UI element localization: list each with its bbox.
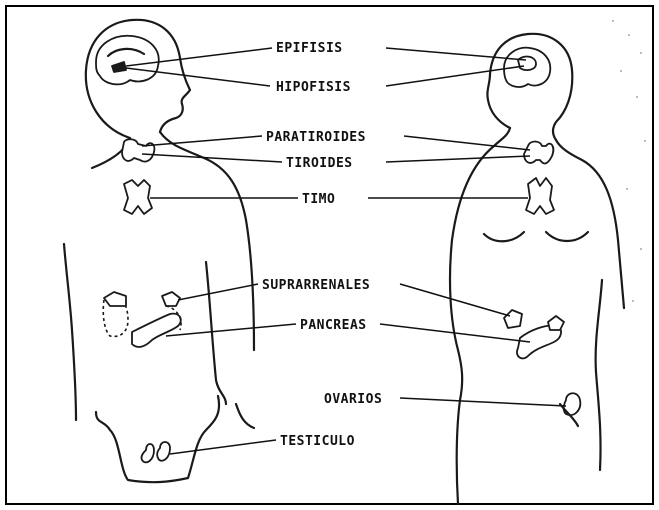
- female-adrenal-right: [548, 316, 564, 330]
- female-waist: [596, 280, 602, 470]
- male-inner-arm: [206, 262, 226, 404]
- male-thyroid: [122, 139, 154, 161]
- leader-testiculo: [170, 440, 276, 454]
- female-breast-left: [484, 232, 524, 241]
- label-testiculo: TESTICULO: [280, 434, 355, 449]
- male-groin: [96, 396, 219, 482]
- male-adrenal-right: [162, 292, 180, 306]
- label-paratiroides: PARATIROIDES: [266, 130, 366, 145]
- female-breast-right: [546, 232, 588, 241]
- male-testicle-left: [141, 444, 154, 462]
- leader-suprarrenales-right: [400, 284, 510, 316]
- leader-tiroides-right: [386, 156, 530, 162]
- leader-ovarios: [400, 398, 566, 406]
- scan-noise: [612, 20, 646, 302]
- leader-paratiroides-right: [404, 136, 530, 150]
- male-thymus: [124, 180, 152, 214]
- label-epifisis: EPIFISIS: [276, 41, 343, 56]
- leader-pancreas-left: [166, 324, 296, 336]
- male-hip-right: [236, 404, 254, 428]
- male-adrenal-left: [104, 292, 126, 306]
- female-back: [450, 128, 510, 504]
- leader-paratiroides-left: [142, 136, 262, 146]
- female-thyroid: [524, 142, 553, 164]
- label-suprarrenales: SUPRARRENALES: [262, 278, 370, 293]
- label-hipofisis: HIPOFISIS: [276, 80, 351, 95]
- leader-suprarrenales-left: [178, 284, 258, 300]
- gland-labels: EPIFISIS HIPOFISIS PARATIROIDES TIROIDES…: [262, 41, 382, 449]
- male-figure: [64, 20, 254, 482]
- label-pancreas: PANCREAS: [300, 318, 367, 333]
- male-brain-outline: [96, 36, 159, 85]
- leader-hipofisis-right: [386, 66, 524, 86]
- leader-epifisis-right: [386, 48, 526, 60]
- label-ovarios: OVARIOS: [324, 392, 382, 407]
- label-timo: TIMO: [302, 192, 335, 207]
- female-adrenal-left: [504, 310, 522, 328]
- female-thymus: [526, 178, 554, 214]
- female-pineal-gland: [518, 57, 536, 71]
- female-figure: [450, 34, 624, 504]
- male-torso-left: [64, 244, 76, 420]
- female-front: [556, 140, 624, 308]
- male-testicle-right: [157, 442, 170, 461]
- male-pancreas: [132, 314, 181, 347]
- label-tiroides: TIROIDES: [286, 156, 353, 171]
